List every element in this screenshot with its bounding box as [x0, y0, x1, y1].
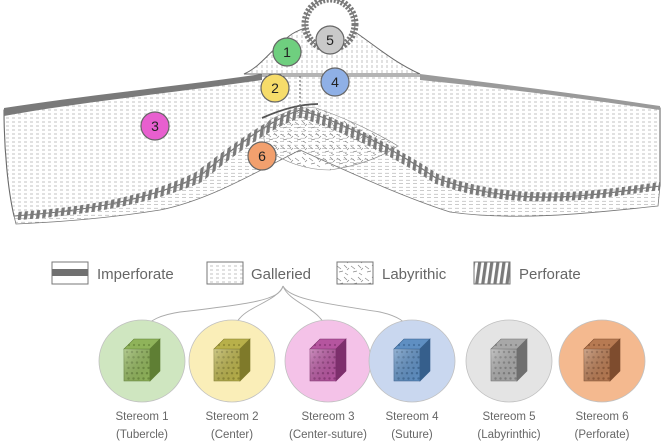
zone-label-1: 1	[283, 44, 291, 60]
zone-marker-1: 1	[272, 37, 302, 67]
imperforate-top-stripe	[4, 74, 262, 116]
perforate-band	[16, 106, 660, 220]
stereom-6-cube	[583, 338, 621, 382]
zone-label-3: 3	[151, 118, 159, 134]
stereom-6-name: Stereom 6	[575, 411, 628, 423]
stereom-6: Stereom 6 (Perforate)	[558, 319, 646, 441]
stereom-5-name: Stereom 5	[482, 411, 535, 423]
stereom-5: Stereom 5 (Labyrinthic)	[465, 319, 553, 441]
zone-marker-2: 2	[260, 73, 290, 103]
zone-marker-5: 5	[315, 25, 345, 55]
stereom-3-name: Stereom 3	[301, 411, 354, 423]
imperforate-top-stripe-right	[420, 74, 660, 110]
stereom-5-subtitle: (Labyrinthic)	[477, 429, 540, 441]
zone-label-6: 6	[258, 148, 266, 164]
legend-label-galleried: Galleried	[251, 266, 311, 283]
zone-markers: 1 2 3 4 5 6	[140, 25, 350, 171]
stereom-3-subtitle: (Center-suture)	[289, 429, 367, 441]
stereom-4-cube	[393, 338, 431, 382]
stereom-1-name: Stereom 1	[115, 411, 168, 423]
stereom-4-name: Stereom 4	[385, 411, 439, 423]
stereom-row: Stereom 1(Tubercle)Stereom 2(Center)Ster…	[98, 319, 646, 441]
zone-marker-6: 6	[247, 141, 277, 171]
galleried-bracket	[141, 285, 411, 331]
legend-label-imperforate: Imperforate	[97, 266, 174, 283]
stereom-1-cube	[123, 338, 161, 382]
stereom-3-cube	[309, 338, 347, 382]
stereom-6-subtitle: (Perforate)	[575, 429, 630, 441]
legend-galleried: Galleried	[206, 261, 311, 285]
stereom-4: Stereom 4 (Suture)	[368, 319, 456, 441]
zone-label-4: 4	[331, 74, 339, 90]
legend-label-labyrithic: Labyrithic	[382, 266, 447, 283]
stereom-2: Stereom 2 (Center)	[188, 319, 276, 441]
legend-label-perforate: Perforate	[519, 266, 581, 283]
zone-label-2: 2	[271, 80, 279, 96]
stereom-4-subtitle: (Suture)	[391, 429, 433, 441]
zone-marker-4: 4	[320, 67, 350, 97]
stereom-2-cube	[213, 338, 251, 382]
legend-perforate: Perforate	[473, 261, 581, 285]
zone-marker-3: 3	[140, 111, 170, 141]
legend-imperforate: Imperforate	[51, 261, 174, 285]
stereom-5-cube	[490, 338, 528, 382]
stereom-2-name: Stereom 2	[205, 411, 258, 423]
legend-labyrithic: Labyrithic	[336, 261, 447, 285]
stereom-2-subtitle: (Center)	[211, 429, 253, 441]
stereom-3: Stereom 3 (Center-suture)	[284, 319, 372, 441]
legend: Imperforate Galleried Labyrithic Perfora…	[51, 261, 581, 285]
zone-label-5: 5	[326, 32, 334, 48]
stereom-1-subtitle: (Tubercle)	[116, 429, 168, 441]
stereom-1: Stereom 1 (Tubercle)	[98, 319, 186, 441]
